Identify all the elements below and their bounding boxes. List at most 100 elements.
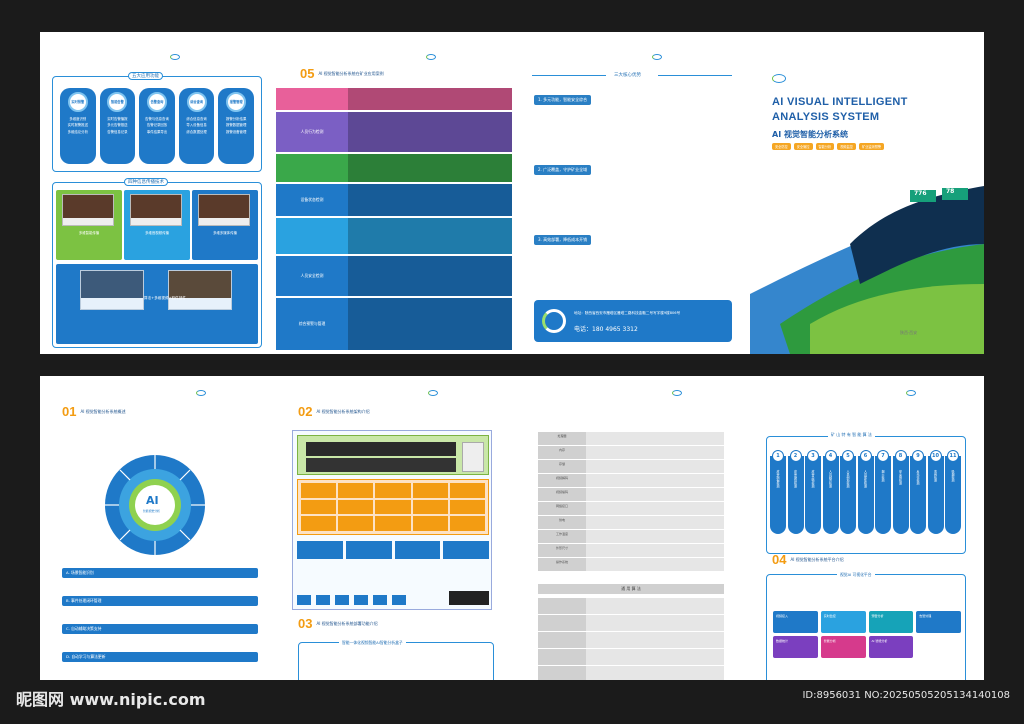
algo-row	[538, 632, 724, 649]
overview-item-body	[62, 578, 258, 590]
tech-title: 多维音视频传播	[145, 231, 169, 235]
overview-item-body	[62, 634, 258, 646]
platform-chip: 视频接入	[773, 611, 818, 633]
feature-line: 事件结果导出	[146, 129, 168, 134]
feature-line: 报警分析结果	[226, 117, 247, 121]
box-title: 智能一体化视频智能AI智能分析盒子	[339, 640, 406, 646]
overview-item: C. 自动辅助决策支持	[62, 624, 258, 646]
advantage-body	[534, 248, 732, 288]
feature-name: 智能告警	[107, 92, 128, 112]
algo-step-label: 皮带跑偏检测	[776, 470, 780, 488]
case-row	[276, 154, 512, 182]
case-body	[348, 112, 512, 152]
platform-chip: 预警分析	[868, 611, 914, 633]
case-body	[348, 184, 512, 216]
algo-value	[586, 649, 724, 665]
algo-step-label: 人员倒地检测	[846, 470, 850, 488]
overview-item-body	[62, 662, 258, 674]
section-number: 05	[300, 66, 315, 81]
watermark-id: ID:8956031 NO:20250505205134140108	[802, 690, 1010, 701]
panel-cases: 05 AI 视觉智能分析系统在矿业应用案例 人员行为检测设备状态检测人员安全检测…	[276, 32, 512, 354]
case-label: 设备状态检测	[300, 197, 324, 202]
feature-line: 告警信息记录	[107, 129, 128, 134]
watermark-bar: 昵图网 www.nipic.com ID:8956031 NO:20250505…	[0, 680, 1024, 724]
case-body	[348, 256, 512, 296]
algo-step-number: 11	[947, 450, 959, 462]
tech-title: 四种信息传播技术	[124, 178, 168, 186]
watermark-site: 昵图网 www.nipic.com	[16, 690, 206, 709]
panel-specs: 处理器内存存储视频解码视频编码网络接口供电工作温度外形尺寸操作系统 通 用 算 …	[512, 376, 744, 688]
spec-value	[586, 474, 724, 487]
contact-logo	[542, 309, 566, 333]
algo-step-label: 安全帽检测	[898, 470, 903, 485]
case-row: 综合预警与管理	[276, 298, 512, 350]
logo-icon	[170, 54, 180, 60]
tech-monitor	[62, 194, 114, 226]
spec-value	[586, 488, 724, 501]
advantage-body	[534, 108, 732, 148]
case-label	[276, 218, 348, 254]
case-label	[276, 88, 348, 110]
platform-chip: AI 智能分析	[868, 636, 914, 658]
monitor-left	[80, 270, 144, 310]
spec-value	[586, 502, 724, 515]
logo-icon	[426, 54, 436, 60]
feature-name: 告警查询	[146, 92, 167, 112]
algo-step-number: 10	[929, 450, 942, 462]
algo-step-label: 皮带撕裂检测	[793, 470, 798, 488]
feature-column: 综合查询综合信息查询导入设备信息综合数据处理	[178, 88, 215, 164]
algo-key	[538, 598, 586, 614]
spec-key: 视频解码	[538, 474, 586, 487]
box-frame: 智能一体化视频智能AI智能分析盒子	[298, 640, 494, 684]
overview-item-body	[62, 606, 258, 618]
platform-chip: 实时监控	[820, 611, 866, 633]
spec-row: 视频编码	[538, 488, 724, 502]
algo-step-number: 8	[894, 450, 907, 462]
algo-step-number: 2	[789, 450, 802, 462]
spec-row: 存储	[538, 460, 724, 474]
algo-step: 2 皮带撕裂检测	[787, 450, 804, 534]
cover-footer: 陕西·西安	[900, 330, 918, 335]
tech-item: 多维音视频传播	[124, 190, 190, 260]
algo-step-label: 人员聚集检测	[863, 470, 868, 488]
contact-box: 地址：陕西省西安市雁塔区雁塔二路科技金融二号写字楼9楼806号 电话：180 4…	[534, 300, 732, 342]
case-body	[348, 298, 512, 350]
company-logo-b2	[428, 390, 441, 396]
case-body	[348, 154, 512, 182]
algo-row	[538, 615, 724, 632]
tech-item: 多维多媒体传播	[192, 190, 258, 260]
tech-bottom-title: 算法+多维视频+软件部件	[144, 296, 186, 300]
company-logo-2	[426, 54, 439, 60]
feature-name: 实时预警	[67, 92, 88, 112]
tech-monitor	[198, 194, 250, 226]
cover-tag: 矿业监测预警	[859, 143, 885, 150]
cover-title-1: AI VISUAL INTELLIGENT	[772, 96, 908, 108]
architecture-diagram	[292, 430, 492, 610]
platform-chip: 数据统计	[773, 636, 818, 658]
company-logo	[170, 54, 183, 60]
algo-step-number: 9	[912, 450, 924, 462]
algo-value	[586, 598, 724, 614]
contact-phone: 电话：180 4965 3312	[574, 326, 638, 333]
spec-value	[586, 460, 724, 473]
platform-header: 04 AI 视觉智能分析系统平台介绍	[772, 552, 844, 567]
feature-line: 告警记录回放	[146, 123, 168, 128]
algo-step-number: 7	[877, 450, 889, 462]
case-label: 综合预警与管理	[298, 321, 326, 326]
feature-name: 综合查询	[186, 92, 207, 112]
algo-step-number: 1	[772, 450, 784, 462]
overview-header: 01 AI 视觉智能分析系统概述	[62, 404, 126, 419]
feature-name: 报警管理	[226, 92, 247, 112]
algo-table-title: 通 用 算 法	[538, 584, 724, 594]
algo-step: 8 安全帽检测	[892, 450, 909, 534]
section-number: 02	[298, 404, 313, 419]
company-logo-3	[652, 54, 665, 60]
special-algo-title: 矿 山 特 有 智 能 算 法	[828, 432, 875, 438]
